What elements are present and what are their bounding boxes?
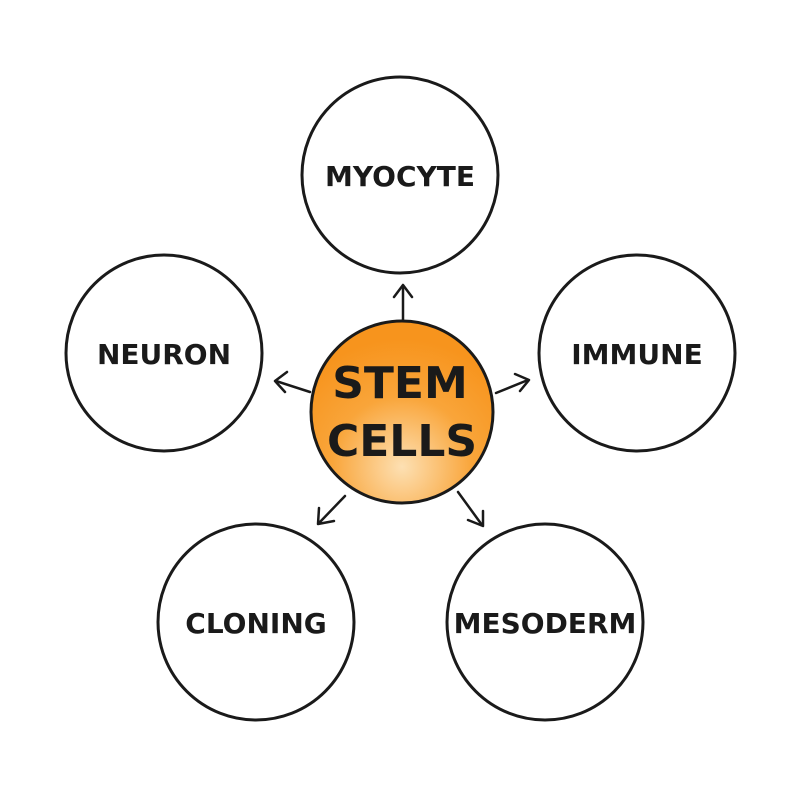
node-label-neuron: NEURON xyxy=(97,338,231,371)
node-myocyte: MYOCYTE xyxy=(300,75,500,275)
node-label-cloning: CLONING xyxy=(185,607,326,640)
arrow-to-immune xyxy=(494,372,531,395)
center-label-line1: STEM xyxy=(332,358,468,409)
node-label-immune: IMMUNE xyxy=(571,338,702,371)
connector-arrows xyxy=(273,283,531,528)
node-cloning: CLONING xyxy=(156,522,356,722)
node-neuron: NEURON xyxy=(64,253,264,453)
center-node-stem-cells: STEM CELLS xyxy=(309,319,495,505)
arrow-to-neuron xyxy=(273,370,312,394)
node-immune: IMMUNE xyxy=(537,253,737,453)
node-mesoderm: MESODERM xyxy=(445,522,645,722)
arrow-to-cloning xyxy=(316,494,347,526)
node-label-myocyte: MYOCYTE xyxy=(325,160,475,193)
center-label-line2: CELLS xyxy=(327,416,477,467)
arrow-to-myocyte xyxy=(392,283,414,325)
node-label-mesoderm: MESODERM xyxy=(454,607,637,640)
arrow-to-mesoderm xyxy=(456,490,485,528)
